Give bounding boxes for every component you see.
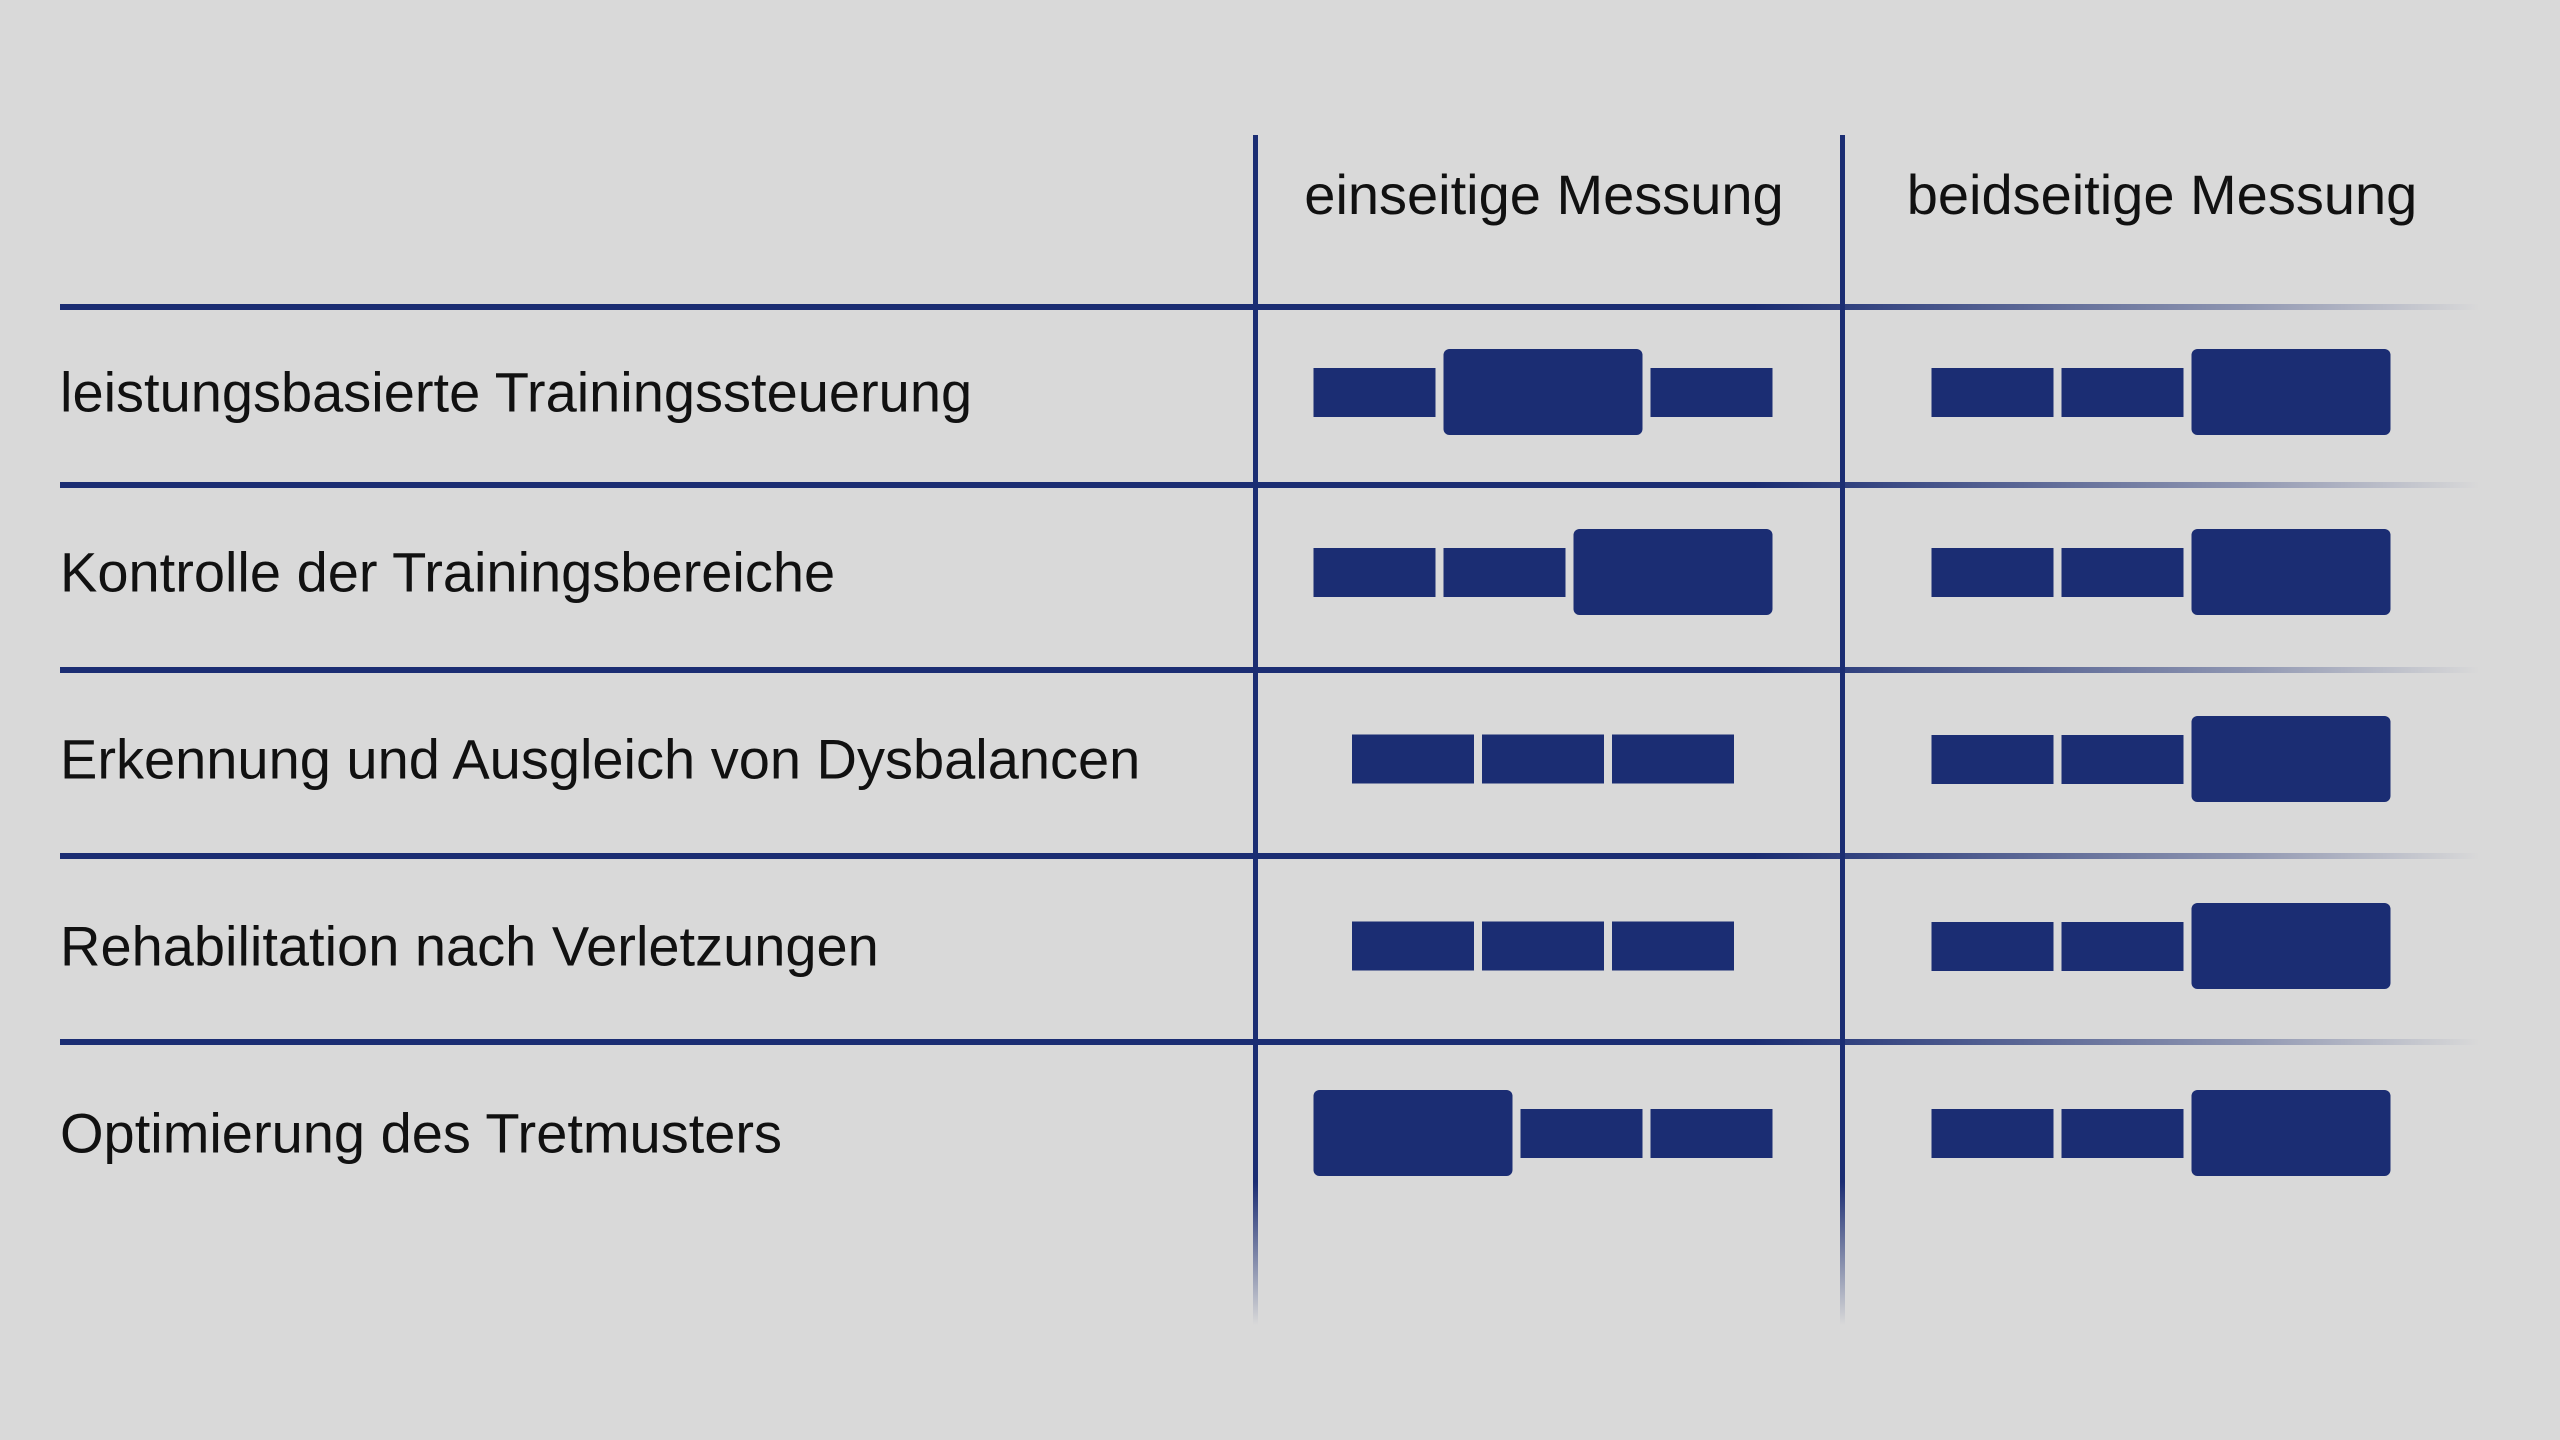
- rating-segment: [1520, 1108, 1643, 1158]
- rating-segment-active: [2191, 349, 2391, 435]
- rating-indicator: [1931, 903, 2391, 989]
- rating-segment-active: [2191, 1090, 2391, 1176]
- rating-segment-active: [1313, 1090, 1513, 1176]
- rating-segment: [2061, 367, 2184, 417]
- rating-segment: [1612, 734, 1734, 784]
- row-label: Optimierung des Tretmusters: [60, 1101, 783, 1165]
- rating-indicator: [1313, 1090, 1773, 1176]
- rating-segment: [1931, 734, 2054, 784]
- rating-segment-active: [1573, 529, 1773, 615]
- row-divider: [60, 667, 2480, 673]
- rating-segment: [1482, 921, 1604, 971]
- rating-segment: [2061, 1108, 2184, 1158]
- row-divider: [60, 1039, 2480, 1045]
- rating-segment: [1352, 734, 1474, 784]
- rating-segment: [1931, 1108, 2054, 1158]
- rating-segment: [1352, 921, 1474, 971]
- column-divider-1: [1253, 135, 1258, 1325]
- row-divider: [60, 853, 2480, 859]
- rating-segment: [1443, 547, 1566, 597]
- rating-segment: [1612, 921, 1734, 971]
- rating-segment: [1482, 734, 1604, 784]
- rating-segment: [1313, 367, 1436, 417]
- rating-segment: [2061, 734, 2184, 784]
- column-header-einseitig: einseitige Messung: [1304, 163, 1784, 226]
- rating-indicator: [1931, 1090, 2391, 1176]
- rating-segment: [2061, 547, 2184, 597]
- rating-indicator: [1313, 529, 1773, 615]
- column-header-beidseitig: beidseitige Messung: [1906, 163, 2418, 226]
- rating-indicator: [1313, 349, 1773, 435]
- column-divider-2: [1840, 135, 1845, 1325]
- rating-segment: [1931, 547, 2054, 597]
- rating-segment: [1650, 1108, 1773, 1158]
- rating-indicator: [1352, 734, 1734, 784]
- rating-indicator: [1352, 921, 1734, 971]
- rating-segment-active: [1443, 349, 1643, 435]
- rating-segment-active: [2191, 529, 2391, 615]
- row-label: Rehabilitation nach Verletzungen: [60, 914, 879, 978]
- rating-indicator: [1931, 716, 2391, 802]
- rating-segment: [1650, 367, 1773, 417]
- row-label: Erkennung und Ausgleich von Dysbalancen: [60, 727, 1141, 791]
- rating-indicator: [1931, 349, 2391, 435]
- row-label: Kontrolle der Trainingsbereiche: [60, 540, 836, 604]
- rating-segment: [1931, 367, 2054, 417]
- rating-segment: [2061, 921, 2184, 971]
- row-label: leistungsbasierte Trainingssteuerung: [60, 360, 973, 424]
- rating-segment: [1931, 921, 2054, 971]
- row-divider: [60, 482, 2480, 488]
- row-divider: [60, 304, 2480, 310]
- rating-segment-active: [2191, 716, 2391, 802]
- rating-indicator: [1931, 529, 2391, 615]
- rating-segment: [1313, 547, 1436, 597]
- rating-segment-active: [2191, 903, 2391, 989]
